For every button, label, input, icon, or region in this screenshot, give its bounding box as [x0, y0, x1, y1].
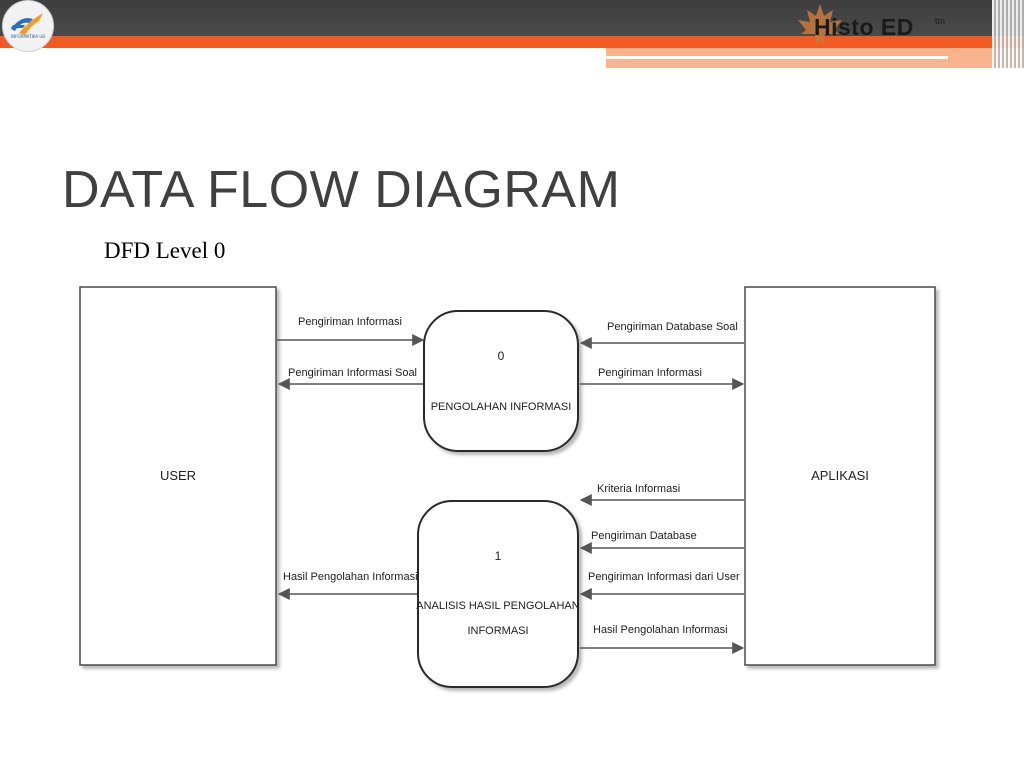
header-bar: [0, 0, 1024, 36]
flow-pengiriman-database-label: Pengiriman Database: [591, 530, 697, 542]
entity-user: [79, 286, 277, 666]
flow-process-0-to-aplikasi-label: Pengiriman Informasi: [598, 367, 702, 379]
entity-user-label: USER: [160, 468, 196, 483]
logo-text: INFORMATIKA UB: [10, 34, 46, 39]
maple-leaf-icon: [798, 4, 842, 46]
logo: INFORMATIKA UB: [2, 0, 54, 52]
process-0: [423, 310, 579, 452]
slide-title: DATA FLOW DIAGRAM: [62, 161, 621, 219]
flow-process-1-to-user-label: Hasil Pengolahan Informasi: [283, 571, 418, 583]
header-orange-band: [0, 36, 1024, 48]
flow-informasi-dari-user-label: Pengiriman Informasi dari User: [588, 571, 740, 583]
brand-trademark: tm: [935, 16, 945, 26]
process-1-number: 1: [495, 549, 502, 563]
process-1: [417, 500, 579, 688]
brand-name: Histo ED: [814, 14, 914, 40]
slide-subtitle: DFD Level 0: [104, 238, 226, 263]
flow-process-0-to-user-label: Pengiriman Informasi Soal: [288, 367, 417, 379]
flow-aplikasi-to-process-0-label: Pengiriman Database Soal: [607, 321, 738, 333]
flow-user-to-process-0-label: Pengiriman Informasi: [298, 316, 402, 328]
entity-aplikasi: [744, 286, 936, 666]
process-1-name-line1: ANALISIS HASIL PENGOLAHAN: [416, 600, 579, 612]
entity-aplikasi-label: APLIKASI: [811, 468, 869, 483]
process-0-name: PENGOLAHAN INFORMASI: [431, 401, 572, 413]
flow-kriteria-informasi-label: Kriteria Informasi: [597, 483, 680, 495]
header-accent-line: [606, 56, 948, 59]
process-1-name-line2: INFORMASI: [467, 625, 528, 637]
flow-process-1-to-aplikasi-label: Hasil Pengolahan Informasi: [593, 624, 728, 636]
logo-icon: [11, 13, 43, 35]
header-stripes: [992, 0, 1024, 68]
process-0-number: 0: [498, 349, 505, 363]
